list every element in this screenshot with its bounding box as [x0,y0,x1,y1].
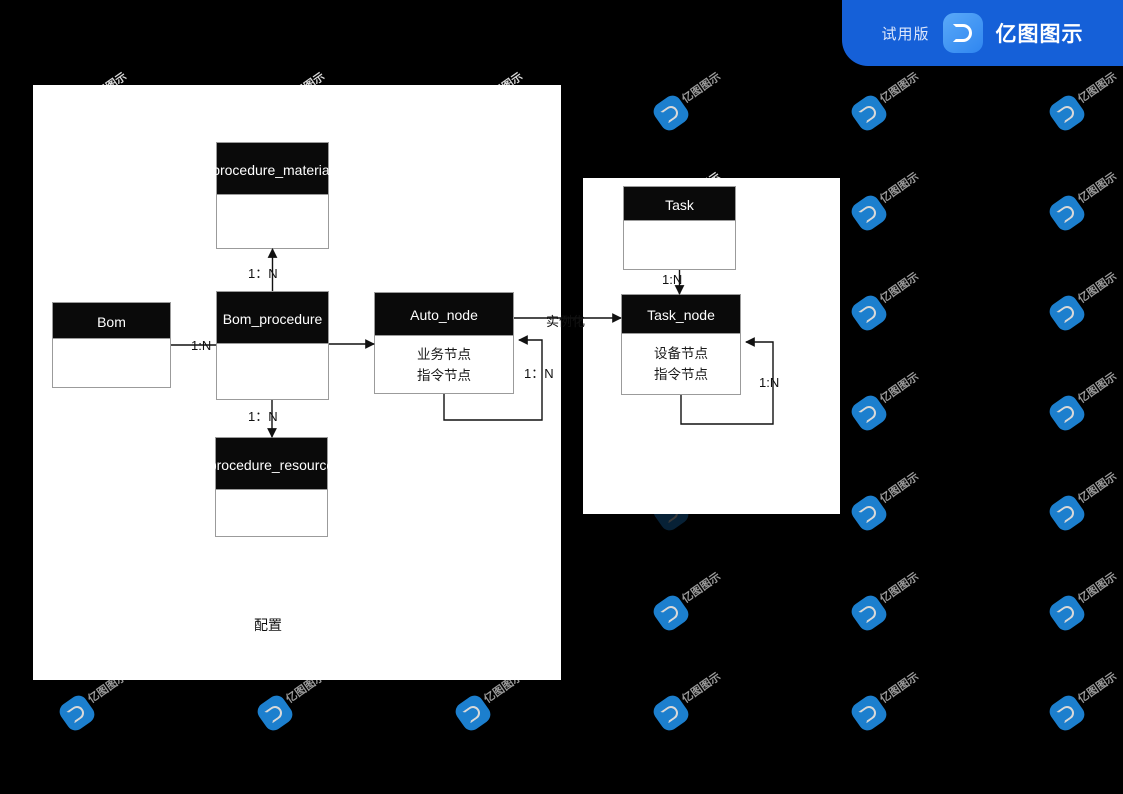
watermark: 亿图图示 [56,671,158,734]
watermark: 亿图图示 [848,71,950,134]
watermark: 亿图图示 [1046,571,1123,634]
entity-bom_procedure[interactable]: Bom_procedure [216,291,329,400]
watermark: 亿图图示 [650,571,752,634]
watermark-text: 亿图图示 [878,370,922,406]
entity-attribute: 指令节点 [417,367,471,383]
watermark: 亿图图示 [650,71,752,134]
edraw-watermark-icon [650,92,692,134]
watermark-text: 亿图图示 [1076,170,1120,206]
entity-body-auto_node: 业务节点指令节点 [375,336,513,393]
edraw-watermark-icon [1046,192,1088,234]
watermark-text: 亿图图示 [878,270,922,306]
watermark: 亿图图示 [650,671,752,734]
entity-body-task [624,221,735,269]
watermark: 亿图图示 [1046,671,1123,734]
watermark-text: 亿图图示 [680,70,724,106]
label-configuration: 配置 [254,617,282,633]
watermark-text: 亿图图示 [1076,670,1120,706]
edraw-watermark-icon [452,692,494,734]
edraw-watermark-icon [1046,492,1088,534]
watermark-text: 亿图图示 [878,570,922,606]
edraw-watermark-icon [1046,692,1088,734]
watermark-text: 亿图图示 [878,470,922,506]
label-autonode-self: 1：N [524,366,554,381]
entity-title-task_node: Task_node [622,295,740,335]
edraw-watermark-icon [848,392,890,434]
edraw-watermark-icon [650,592,692,634]
entity-attribute: 指令节点 [654,367,708,382]
label-instantiate: 实例化 [546,314,586,329]
entity-procedure_material[interactable]: procedure_material [212,142,333,249]
edraw-watermark-icon [1046,392,1088,434]
brand-label: 亿图图示 [995,23,1084,46]
watermark: 亿图图示 [848,471,950,534]
edraw-watermark-icon [848,92,890,134]
watermark-text: 亿图图示 [680,570,724,606]
entity-body-bom [53,339,170,387]
watermark-text: 亿图图示 [1076,470,1120,506]
watermark: 亿图图示 [1046,171,1123,234]
label-material-cardinality: 1：N [248,266,278,281]
entity-bom[interactable]: Bom [52,302,171,388]
watermark-text: 亿图图示 [878,170,922,206]
edraw-watermark-icon [254,692,296,734]
label-tasknode-self: 1:N [759,375,780,390]
entity-body-bom_procedure [217,344,328,399]
edraw-logo-icon [942,13,983,53]
watermark-text: 亿图图示 [1076,270,1120,306]
watermark-text: 亿图图示 [680,670,724,706]
entity-attribute: 业务节点 [417,346,471,362]
watermark: 亿图图示 [848,571,950,634]
entity-title-auto_node: Auto_node [375,293,513,337]
edraw-watermark-icon [1046,592,1088,634]
entity-title-bom: Bom [53,303,170,340]
watermark: 亿图图示 [1046,71,1123,134]
watermark: 亿图图示 [254,671,356,734]
edraw-watermark-icon [1046,92,1088,134]
watermark: 亿图图示 [452,671,554,734]
edraw-watermark-icon [848,192,890,234]
edraw-watermark-icon [848,292,890,334]
watermark: 亿图图示 [848,671,950,734]
edraw-watermark-icon [1046,292,1088,334]
watermark-text: 亿图图示 [878,670,922,706]
watermark: 亿图图示 [848,171,950,234]
edraw-watermark-icon [848,592,890,634]
entity-title-procedure_resource: procedure_resource [209,438,334,491]
edraw-watermark-icon [848,692,890,734]
watermark-text: 亿图图示 [1076,70,1120,106]
watermark-text: 亿图图示 [1076,570,1120,606]
entity-title-procedure_material: procedure_material [212,143,333,196]
watermark: 亿图图示 [1046,271,1123,334]
edraw-watermark-icon [848,492,890,534]
trial-badge: 试用版 亿图图示 [842,0,1123,66]
watermark-text: 亿图图示 [1076,370,1120,406]
watermark: 亿图图示 [1046,471,1123,534]
watermark: 亿图图示 [848,371,950,434]
watermark-text: 亿图图示 [878,70,922,106]
edraw-watermark-icon [56,692,98,734]
entity-body-procedure_resource [216,490,327,536]
entity-task[interactable]: Task [623,186,736,270]
watermark: 亿图图示 [848,271,950,334]
entity-procedure_resource[interactable]: procedure_resource [209,437,334,537]
entity-attribute: 设备节点 [654,346,708,361]
label-task-cardinality: 1:N [662,272,683,287]
entity-title-bom_procedure: Bom_procedure [217,292,328,345]
entity-title-task: Task [624,187,735,222]
label-resource-cardinality: 1：N [248,409,278,424]
watermark: 亿图图示 [1046,371,1123,434]
trial-label: 试用版 [881,25,930,43]
label-bom-cardinality: 1:N [191,338,212,353]
entity-body-task_node: 设备节点指令节点 [622,334,740,394]
entity-body-procedure_material [217,195,328,248]
edraw-watermark-icon [650,692,692,734]
